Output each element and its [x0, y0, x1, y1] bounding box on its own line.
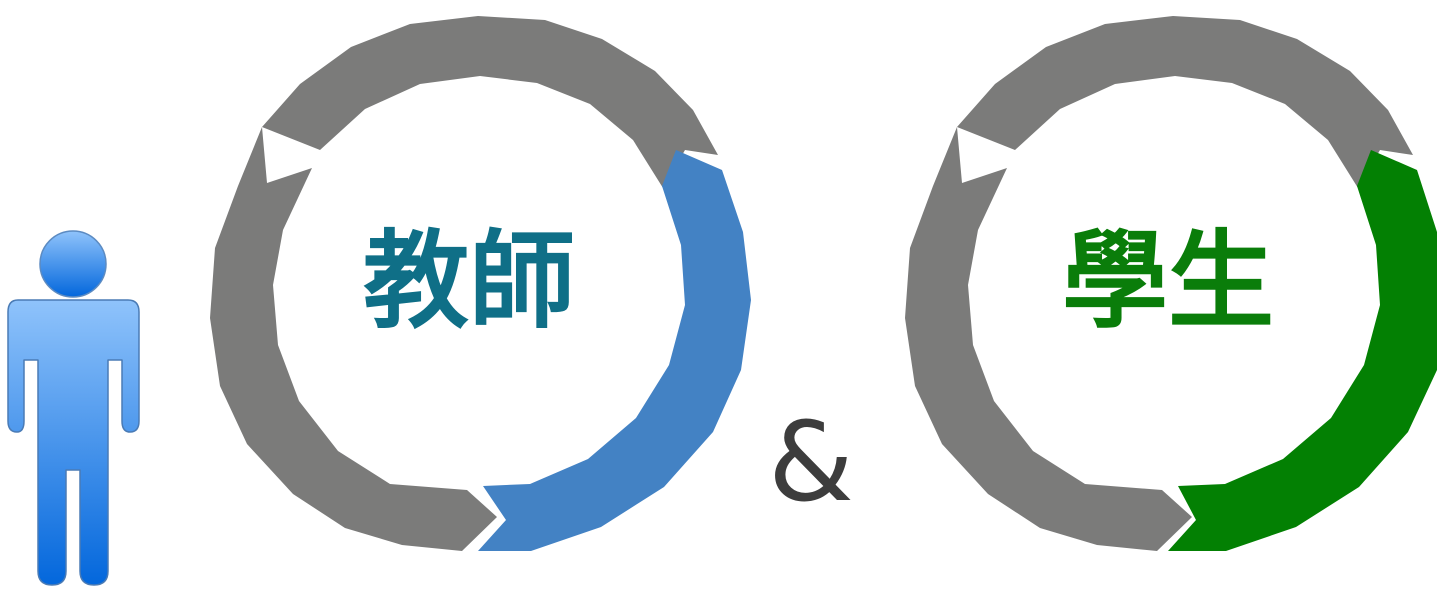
teacher-ring-accent-segment: [478, 150, 751, 551]
teacher-ring-gray-top: [262, 16, 718, 188]
student-ring-accent-segment: [1168, 150, 1437, 551]
teacher-ring-gray-segment: [210, 127, 497, 551]
ampersand-connector: &: [768, 398, 854, 526]
teacher-cycle-ring: 教師: [210, 16, 751, 551]
student-cycle-ring: 學生: [905, 16, 1437, 551]
person-icon: [7, 230, 140, 586]
student-ring-gray-top: [957, 16, 1413, 188]
student-ring-gray-segment: [905, 127, 1192, 551]
student-label: 學生: [1062, 220, 1274, 343]
teacher-label: 教師: [363, 220, 575, 343]
